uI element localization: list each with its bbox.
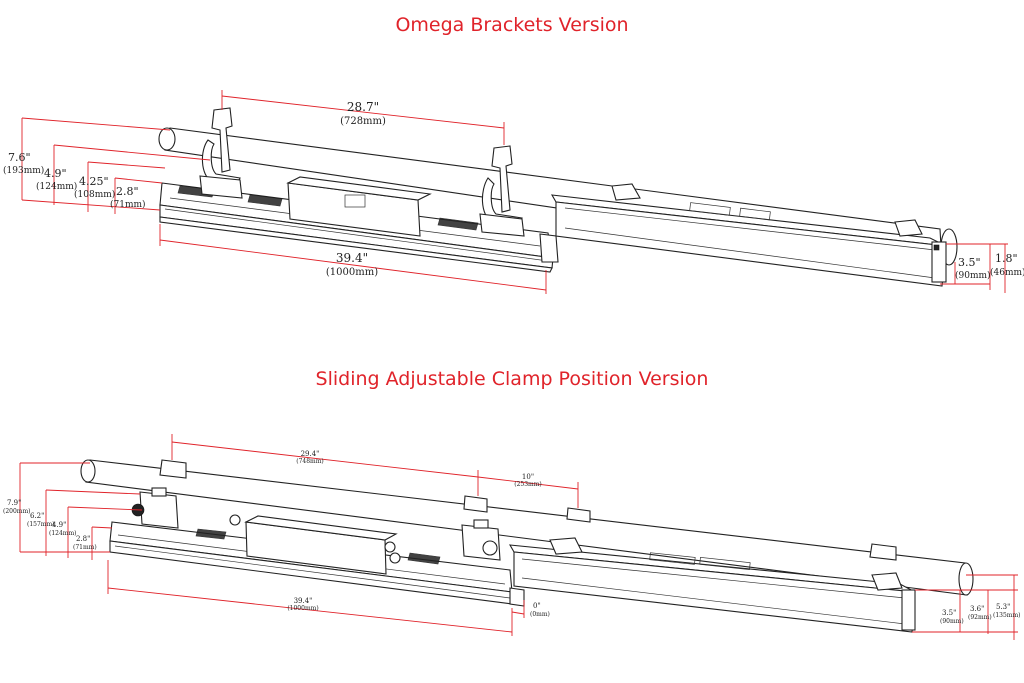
dim-slide: 10" bbox=[522, 473, 534, 481]
dim-clamp-span-mm: (748mm) bbox=[296, 458, 324, 465]
dim-offset: 0" bbox=[533, 602, 541, 610]
dim-h2-2-mm: (157mm) bbox=[27, 521, 55, 528]
dimensions-2 bbox=[19, 434, 1018, 640]
slide-clamps bbox=[159, 459, 897, 561]
diagram-title-omega: Omega Brackets Version bbox=[395, 14, 629, 36]
dim-h1-mm: (193mm) bbox=[3, 165, 44, 176]
dim-h4-2: 2.8" bbox=[76, 535, 90, 543]
dim-h4-mm: (71mm) bbox=[110, 199, 146, 210]
dim-offset-mm: (0mm) bbox=[530, 611, 550, 618]
dim-end-w: 1.8" bbox=[995, 252, 1018, 265]
fixture-2 bbox=[550, 183, 947, 287]
omega-drawing: 28.7" (728mm) 39.4" (1000mm) 7.6" (193mm… bbox=[3, 90, 1024, 294]
dim-length-mm: (1000mm) bbox=[326, 267, 378, 278]
sliding-drawing: 29.4" (748mm) 10" (253mm) 39.4" (1000mm)… bbox=[3, 434, 1021, 640]
clamp-bracket-left bbox=[131, 487, 179, 529]
dim-end-h-mm: (90mm) bbox=[955, 270, 991, 281]
dim-h2-2: 6.2" bbox=[30, 512, 44, 520]
dim-h3: 4.25" bbox=[79, 175, 109, 188]
omega-bracket-left bbox=[199, 107, 243, 199]
dim-h2-mm: (124mm) bbox=[36, 181, 77, 192]
dim-h2: 4.9" bbox=[44, 167, 67, 180]
dim-r1: 3.5" bbox=[942, 609, 956, 617]
dim-end-h: 3.5" bbox=[958, 256, 981, 269]
dim-length: 39.4" bbox=[336, 251, 368, 265]
dim-slide-mm: (253mm) bbox=[514, 481, 542, 488]
dim-bracket-spacing-mm: (728mm) bbox=[340, 116, 386, 127]
dim-h3-2: 4.9" bbox=[52, 521, 66, 529]
fixture-1 bbox=[159, 176, 559, 273]
dim-r3: 5.3" bbox=[996, 603, 1010, 611]
pipe-2 bbox=[80, 459, 974, 596]
clamp-bracket-right bbox=[461, 519, 501, 561]
dim-h3-2-mm: (124mm) bbox=[49, 530, 77, 537]
diagram-title-sliding: Sliding Adjustable Clamp Position Versio… bbox=[315, 368, 709, 390]
dimensions-1 bbox=[21, 90, 1008, 294]
dim-r1-mm: (90mm) bbox=[940, 618, 964, 625]
dim-h1-2: 7.9" bbox=[7, 499, 21, 507]
dim-h1: 7.6" bbox=[8, 151, 31, 164]
dim-h4-2-mm: (71mm) bbox=[73, 544, 97, 551]
omega-bracket-right bbox=[479, 145, 525, 237]
dim-h3-mm: (108mm) bbox=[74, 189, 115, 200]
dim-length-2: 39.4" bbox=[294, 597, 313, 605]
dim-r3-mm: (135mm) bbox=[993, 612, 1021, 619]
dim-r2-mm: (92mm) bbox=[968, 614, 992, 621]
dim-r2: 3.6" bbox=[970, 605, 984, 613]
dim-clamp-span: 29.4" bbox=[301, 450, 320, 458]
fixture-3 bbox=[109, 514, 525, 607]
dim-end-w-mm: (46mm) bbox=[990, 267, 1024, 278]
dim-length-2-mm: (1000mm) bbox=[287, 605, 318, 612]
dim-h4: 2.8" bbox=[116, 185, 139, 198]
dim-bracket-spacing: 28.7" bbox=[347, 100, 379, 114]
dim-h1-2-mm: (200mm) bbox=[3, 508, 31, 515]
